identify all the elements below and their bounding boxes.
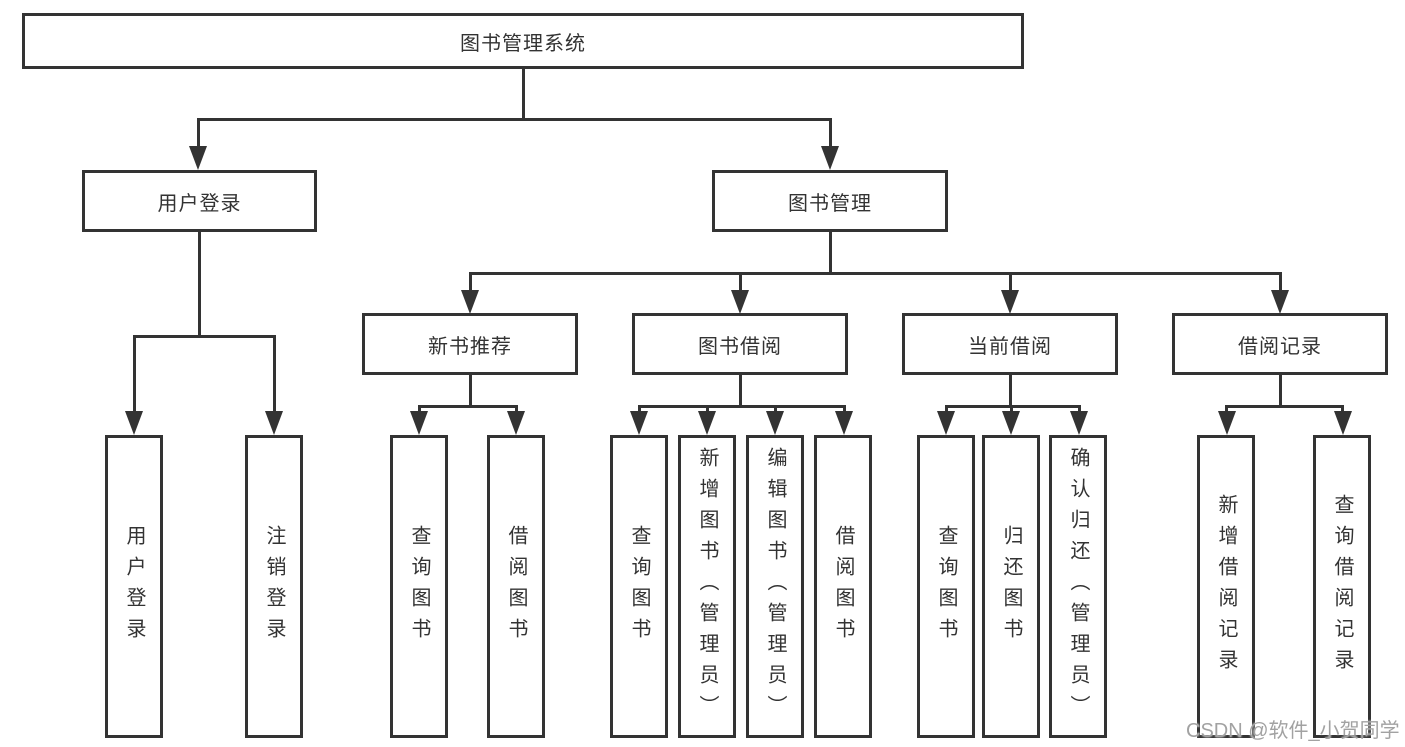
arrowhead-down-icon [1271, 290, 1289, 314]
node-library-system-label: 图书管理系统 [460, 32, 586, 55]
node-borrowing-records: 借阅记录 [1172, 313, 1388, 375]
connector-line [418, 405, 421, 413]
connector-line [1279, 375, 1282, 407]
leaf-add-books-admin-label: 新增图书（管理员） [696, 447, 718, 726]
connector-line [133, 335, 136, 415]
node-current-borrowing-label: 当前借阅 [968, 335, 1052, 358]
leaf-borrow-books-recommend: 借阅图书 [487, 435, 545, 738]
leaf-query-books-current-label: 查询图书 [935, 524, 957, 649]
arrowhead-down-icon [1070, 411, 1088, 435]
connector-line [1225, 405, 1344, 408]
connector-line [1009, 375, 1012, 407]
leaf-query-books-recommend-label: 查询图书 [408, 524, 430, 649]
leaf-query-books-borrowing: 查询图书 [610, 435, 668, 738]
connector-line [829, 232, 832, 274]
leaf-query-books-borrowing-label: 查询图书 [628, 524, 650, 649]
connector-line [418, 405, 518, 408]
arrowhead-down-icon [731, 290, 749, 314]
connector-line [515, 405, 518, 413]
node-book-management: 图书管理 [712, 170, 948, 232]
arrowhead-down-icon [410, 411, 428, 435]
leaf-edit-books-admin-label: 编辑图书（管理员） [764, 447, 786, 726]
leaf-query-books-recommend: 查询图书 [390, 435, 448, 738]
leaf-add-borrow-record: 新增借阅记录 [1197, 435, 1255, 738]
connector-line [469, 272, 472, 294]
connector-line [1078, 405, 1081, 413]
leaf-add-borrow-record-label: 新增借阅记录 [1215, 493, 1237, 680]
connector-line [1225, 405, 1228, 413]
node-user-login: 用户登录 [82, 170, 317, 232]
leaf-logout: 注销登录 [245, 435, 303, 738]
leaf-return-books-label: 归还图书 [1000, 524, 1022, 649]
connector-line [522, 69, 525, 120]
leaf-borrow-books-borrowing-label: 借阅图书 [832, 524, 854, 649]
connector-line [469, 375, 472, 407]
connector-line [197, 118, 832, 121]
csdn-watermark: CSDN @软件_小贺同学 [1186, 720, 1400, 742]
leaf-confirm-return-admin-label: 确认归还（管理员） [1067, 447, 1089, 726]
arrowhead-down-icon [507, 411, 525, 435]
node-book-borrowing-label: 图书借阅 [698, 335, 782, 358]
node-borrowing-records-label: 借阅记录 [1238, 335, 1322, 358]
arrowhead-down-icon [1218, 411, 1236, 435]
connector-line [829, 118, 832, 150]
connector-line [198, 232, 201, 336]
connector-line [273, 335, 276, 415]
connector-line [638, 405, 846, 408]
node-book-management-label: 图书管理 [788, 192, 872, 215]
leaf-borrow-books-borrowing: 借阅图书 [814, 435, 872, 738]
node-new-book-recommendation: 新书推荐 [362, 313, 578, 375]
leaf-return-books: 归还图书 [982, 435, 1040, 738]
connector-line [1279, 272, 1282, 294]
leaf-borrow-books-recommend-label: 借阅图书 [505, 524, 527, 649]
connector-line [1341, 405, 1344, 413]
arrowhead-down-icon [937, 411, 955, 435]
arrowhead-down-icon [461, 290, 479, 314]
leaf-user-login: 用户登录 [105, 435, 163, 738]
connector-line [469, 272, 1282, 275]
leaf-edit-books-admin: 编辑图书（管理员） [746, 435, 804, 738]
node-new-book-recommendation-label: 新书推荐 [428, 335, 512, 358]
connector-line [706, 405, 709, 413]
connector-line [197, 118, 200, 150]
connector-line [945, 405, 948, 413]
connector-line [133, 335, 276, 338]
arrowhead-down-icon [766, 411, 784, 435]
connector-line [638, 405, 641, 413]
arrowhead-down-icon [189, 146, 207, 170]
arrowhead-down-icon [835, 411, 853, 435]
connector-line [1009, 272, 1012, 294]
arrowhead-down-icon [821, 146, 839, 170]
leaf-add-books-admin: 新增图书（管理员） [678, 435, 736, 738]
connector-line [739, 375, 742, 407]
node-current-borrowing: 当前借阅 [902, 313, 1118, 375]
leaf-query-borrow-record: 查询借阅记录 [1313, 435, 1371, 738]
arrowhead-down-icon [1334, 411, 1352, 435]
node-library-system: 图书管理系统 [22, 13, 1024, 69]
leaf-logout-label: 注销登录 [263, 524, 285, 649]
arrowhead-down-icon [1002, 411, 1020, 435]
arrowhead-down-icon [698, 411, 716, 435]
leaf-user-login-label: 用户登录 [123, 524, 145, 649]
arrowhead-down-icon [630, 411, 648, 435]
leaf-query-borrow-record-label: 查询借阅记录 [1331, 493, 1353, 680]
connector-line [739, 272, 742, 294]
arrowhead-down-icon [265, 411, 283, 435]
connector-line [843, 405, 846, 413]
node-book-borrowing: 图书借阅 [632, 313, 848, 375]
node-user-login-label: 用户登录 [157, 192, 242, 215]
arrowhead-down-icon [125, 411, 143, 435]
leaf-confirm-return-admin: 确认归还（管理员） [1049, 435, 1107, 738]
arrowhead-down-icon [1001, 290, 1019, 314]
leaf-query-books-current: 查询图书 [917, 435, 975, 738]
connector-line [945, 405, 1081, 408]
connector-line [774, 405, 777, 413]
connector-line [1010, 405, 1013, 413]
